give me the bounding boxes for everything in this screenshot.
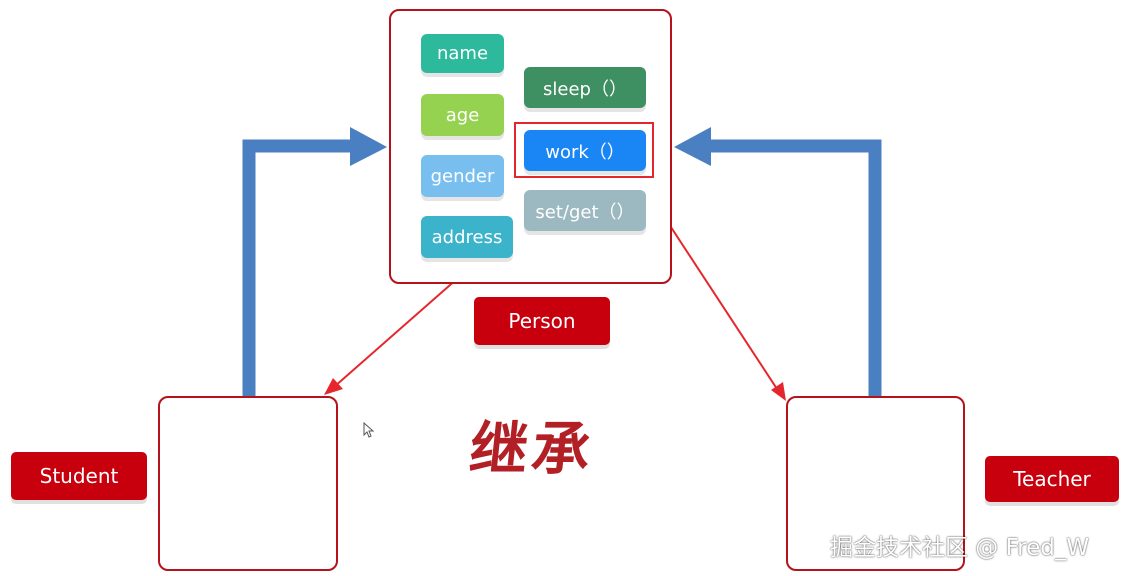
attribute-address: address [421,216,513,258]
attribute-age: age [421,94,504,136]
teacher-to-person-arrow [708,139,882,396]
watermark: 掘金技术社区 @ Fred_W [830,535,1090,561]
teacher-to-person-arrowhead [674,127,711,166]
inheritance-title: 继承 [466,415,598,483]
person-label: Person [474,297,610,345]
attribute-name: name [421,34,504,73]
teacher-class-box [786,396,965,571]
student-to-person-arrowhead [350,127,387,166]
mouse-pointer-icon [363,422,375,438]
work-to-teacher-arrowhead [771,382,786,401]
work-to-student-arrowhead [324,378,343,395]
work-method-highlight [514,122,654,178]
student-to-person-arrow [242,139,352,396]
student-label: Student [11,452,147,500]
method-set-get: set/get（） [524,190,646,231]
method-sleep: sleep（） [524,67,646,108]
teacher-label: Teacher [985,456,1119,502]
student-class-box [158,396,338,571]
method-work: work（） [524,130,646,171]
attribute-gender: gender [421,155,504,197]
